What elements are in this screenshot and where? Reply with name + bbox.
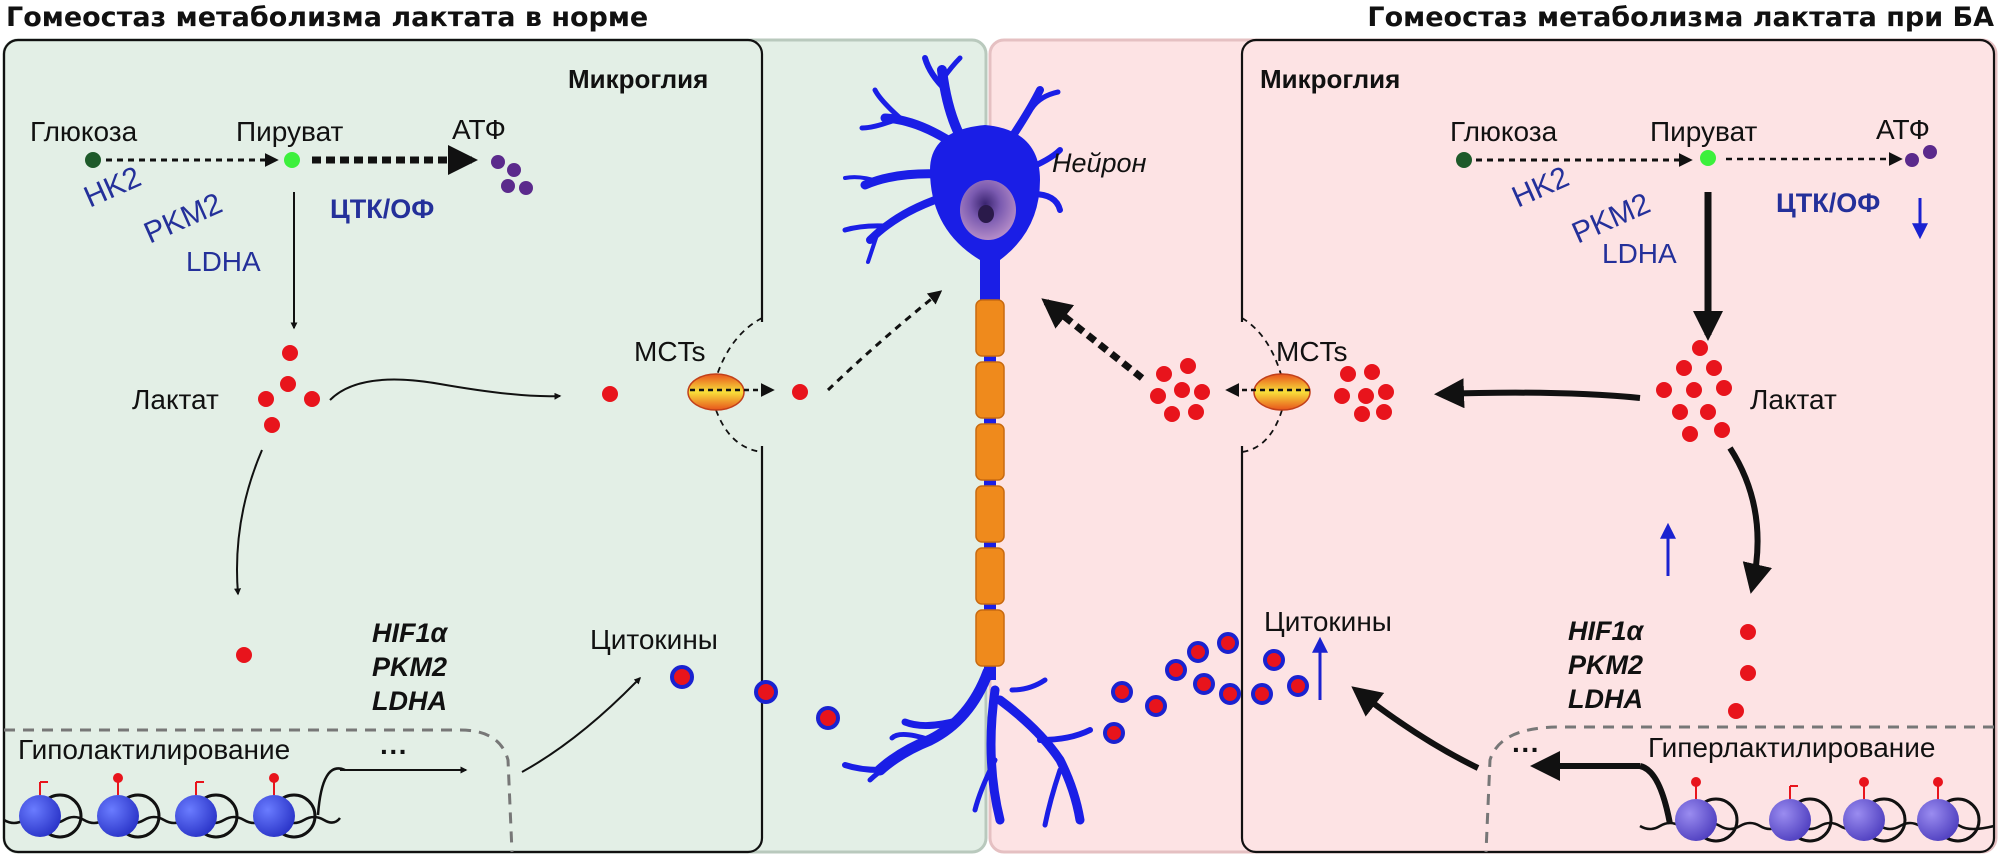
disease-lactate-cluster bbox=[1656, 340, 1732, 442]
nucleus-boundary-right bbox=[1484, 725, 1994, 853]
cytokines-label: Цитокины bbox=[1264, 606, 1392, 637]
atp-molecules bbox=[1905, 145, 1937, 167]
gene-pkm2: PKM2 bbox=[1568, 650, 1644, 680]
nucleosome bbox=[175, 781, 239, 839]
disease-chromatin bbox=[1639, 763, 1995, 843]
membrane-gap-left bbox=[748, 322, 778, 446]
ellipsis-disease: ··· bbox=[1512, 734, 1540, 765]
normal-chromatin bbox=[3, 767, 346, 839]
lactate-label: Лактат bbox=[132, 384, 219, 415]
glucose-label: Глюкоза bbox=[30, 116, 138, 147]
lactate-dot bbox=[602, 386, 618, 402]
pyruvate-dot bbox=[284, 152, 300, 168]
nucleosome bbox=[97, 773, 161, 839]
pyruvate-dot bbox=[1700, 150, 1716, 166]
lactate-dots-nuclear bbox=[1728, 624, 1756, 719]
atp-label: АТФ bbox=[452, 114, 506, 145]
disease-glycolysis bbox=[1456, 145, 1937, 341]
normal-cytokines bbox=[670, 665, 840, 730]
lactate-dot bbox=[236, 647, 252, 663]
microglia-label-disease: Микроглия bbox=[1260, 64, 1401, 94]
pyruvate-label: Пируват bbox=[236, 116, 344, 147]
glucose-dot bbox=[85, 152, 101, 168]
nucleosome bbox=[1675, 777, 1739, 843]
cytokines-label: Цитокины bbox=[590, 624, 718, 655]
mcts-label: MCTs bbox=[634, 336, 706, 367]
gene-ldha: LDHA bbox=[372, 686, 447, 716]
microglia-label-normal: Микроглия bbox=[568, 64, 709, 94]
mct-transporter-right bbox=[1253, 373, 1311, 411]
glucose-label: Глюкоза bbox=[1450, 116, 1558, 147]
hypolactylation-label: Гиполактилирование bbox=[18, 734, 291, 765]
nucleus-boundary-left bbox=[4, 728, 514, 853]
header-disease: Гомеостаз метаболизма лактата при БА bbox=[1367, 2, 1994, 33]
myelin-sheath bbox=[975, 299, 1005, 667]
gene-ldha: LDHA bbox=[1568, 684, 1643, 714]
nucleosome bbox=[1843, 777, 1907, 843]
mcts-label: MCTs bbox=[1276, 336, 1348, 367]
gene-hif1a: HIF1α bbox=[1568, 616, 1644, 646]
lactate-group-inside bbox=[1334, 364, 1394, 422]
ellipsis-normal: ··· bbox=[380, 736, 408, 767]
normal-glycolysis bbox=[85, 145, 533, 330]
hyperlactylation-label: Гиперлактилирование bbox=[1648, 732, 1936, 763]
gene-hif1a: HIF1α bbox=[372, 618, 448, 648]
pyruvate-label: Пируват bbox=[1650, 116, 1758, 147]
atp-molecules bbox=[491, 155, 533, 195]
nucleosome bbox=[1769, 785, 1833, 843]
gene-pkm2: PKM2 bbox=[372, 652, 448, 682]
ldha-label: LDHA bbox=[186, 246, 261, 277]
mct-transporter-left bbox=[687, 373, 745, 411]
tca-label: ЦТК/ОФ bbox=[330, 194, 435, 224]
ldha-label: LDHA bbox=[1602, 238, 1677, 269]
nucleosome bbox=[1917, 777, 1981, 843]
normal-lactate-cluster bbox=[258, 345, 320, 433]
neuron-label: Нейрон bbox=[1052, 148, 1147, 178]
lactate-dot bbox=[792, 384, 808, 400]
disease-cytokines bbox=[1103, 632, 1309, 744]
atp-label: АТФ bbox=[1876, 114, 1930, 145]
nucleosome bbox=[253, 773, 317, 839]
header-normal: Гомеостаз метаболизма лактата в норме bbox=[6, 2, 649, 33]
lactate-label: Лактат bbox=[1750, 384, 1837, 415]
glucose-dot bbox=[1456, 152, 1472, 168]
nucleosome bbox=[19, 781, 83, 839]
membrane-gap-right bbox=[1228, 322, 1258, 446]
lactate-group-outside bbox=[1150, 358, 1210, 422]
tca-label: ЦТК/ОФ bbox=[1776, 188, 1881, 218]
